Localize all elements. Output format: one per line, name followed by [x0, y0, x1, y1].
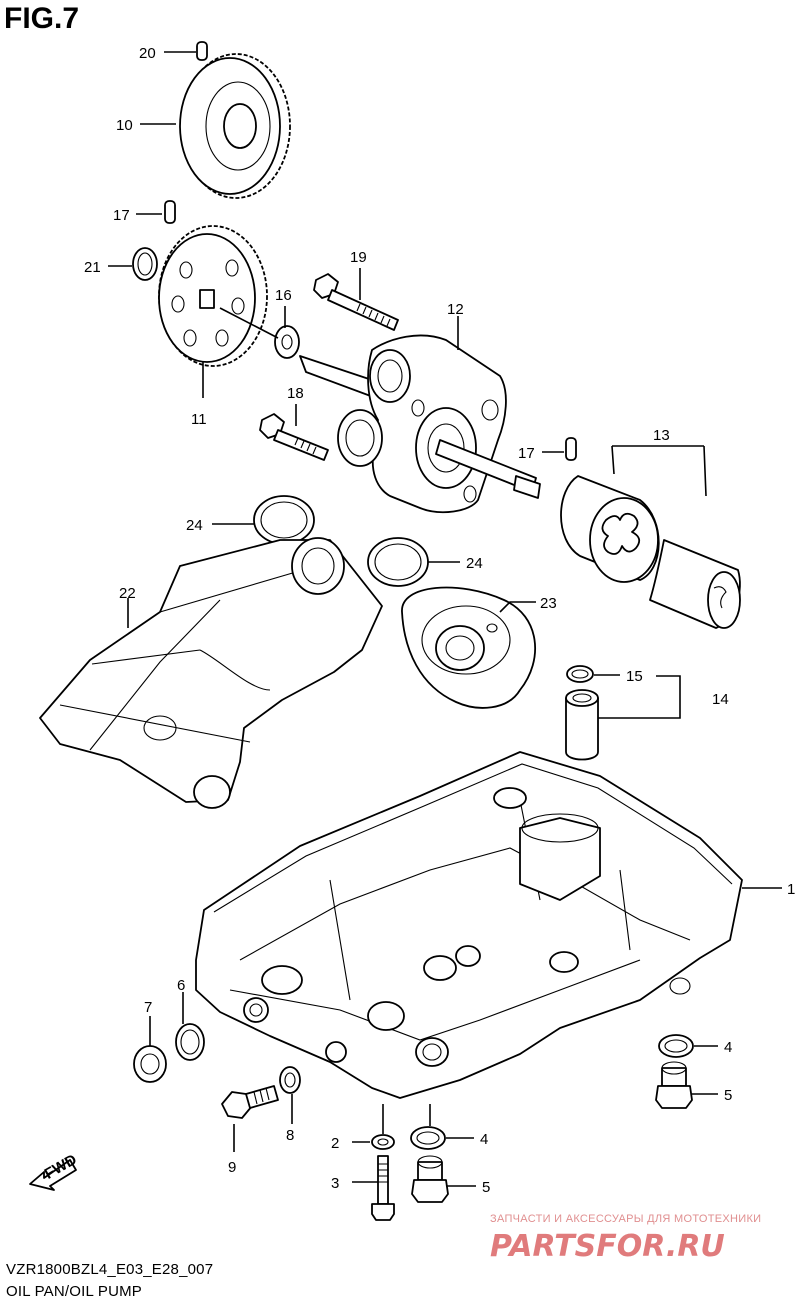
callout-24-lower: 24 [466, 555, 483, 572]
part-16-washer [274, 325, 300, 359]
callout-17-lower: 17 [518, 445, 535, 462]
part-8-gasket [279, 1066, 301, 1094]
watermark-logo: PARTSFOR.RU [490, 1229, 725, 1264]
part-20-dowel-pin [196, 41, 208, 61]
fwd-arrow-icon: FWD [29, 1151, 80, 1191]
part-14-pipe [565, 689, 599, 761]
part-5-plug-right [655, 1061, 693, 1109]
callout-14: 14 [712, 691, 729, 708]
callout-numbers: 20 10 17 21 11 16 19 12 18 17 13 24 24 2… [84, 45, 795, 1196]
callout-4-lower: 4 [480, 1131, 488, 1148]
part-21-circlip [132, 247, 158, 281]
callout-2: 2 [331, 1135, 339, 1152]
part-22-baffle-plate [39, 537, 383, 809]
callout-17-upper: 17 [113, 207, 130, 224]
drawing-subtitle: OIL PAN/OIL PUMP [6, 1283, 143, 1300]
part-4-gasket-lower [410, 1126, 446, 1150]
callout-13: 13 [653, 427, 670, 444]
part-23-oil-strainer [401, 586, 537, 709]
callout-3: 3 [331, 1175, 339, 1192]
callout-21: 21 [84, 259, 101, 276]
callout-5-lower: 5 [482, 1179, 490, 1196]
watermark-caption: ЗАПЧАСТИ И АКСЕССУАРЫ ДЛЯ МОТОТЕХНИКИ [490, 1213, 762, 1225]
part-10-driven-gear [179, 53, 291, 199]
callout-19: 19 [350, 249, 367, 266]
callout-5-right: 5 [724, 1087, 732, 1104]
part-5-plug-lower [411, 1155, 449, 1203]
callout-23: 23 [540, 595, 557, 612]
part-4-gasket-right [658, 1034, 694, 1058]
callout-7: 7 [144, 999, 152, 1016]
callout-11: 11 [191, 411, 207, 428]
part-2-washer [371, 1134, 395, 1150]
leader-lines [108, 51, 782, 1187]
part-19-long-bolt [313, 273, 399, 331]
callout-16: 16 [275, 287, 292, 304]
part-24-o-ring-upper [253, 495, 315, 545]
callout-12: 12 [447, 301, 464, 318]
part-18-short-bolt [259, 413, 329, 461]
part-7-plug [133, 1045, 167, 1083]
part-17-pin-upper [164, 200, 176, 224]
part-17-pin-lower [565, 437, 577, 461]
part-24-o-ring-lower [367, 537, 429, 587]
callout-20: 20 [139, 45, 156, 62]
part-15-small-o-ring [566, 665, 594, 683]
drawing-code: VZR1800BZL4_E03_E28_007 [6, 1261, 214, 1278]
callout-4-right: 4 [724, 1039, 732, 1056]
part-13-rotor-set [560, 475, 741, 629]
callout-24-upper: 24 [186, 517, 203, 534]
callout-8: 8 [286, 1127, 294, 1144]
part-1-oil-pan [195, 751, 743, 1099]
part-9-drain-bolt [221, 1085, 279, 1119]
callout-10: 10 [116, 117, 133, 134]
callout-9: 9 [228, 1159, 236, 1176]
callout-1: 1 [787, 881, 795, 898]
callout-15: 15 [626, 668, 643, 685]
part-11-pump-gear [158, 225, 268, 367]
part-6-gasket [175, 1023, 205, 1061]
callout-6: 6 [177, 977, 185, 994]
part-12-oil-pump-body [299, 334, 541, 514]
figure-label: FIG.7 [4, 2, 80, 35]
watermark-logo-text: PARTSFOR.RU [490, 1229, 725, 1264]
callout-18: 18 [287, 385, 304, 402]
callout-22: 22 [119, 585, 136, 602]
part-3-bolt [371, 1155, 395, 1221]
